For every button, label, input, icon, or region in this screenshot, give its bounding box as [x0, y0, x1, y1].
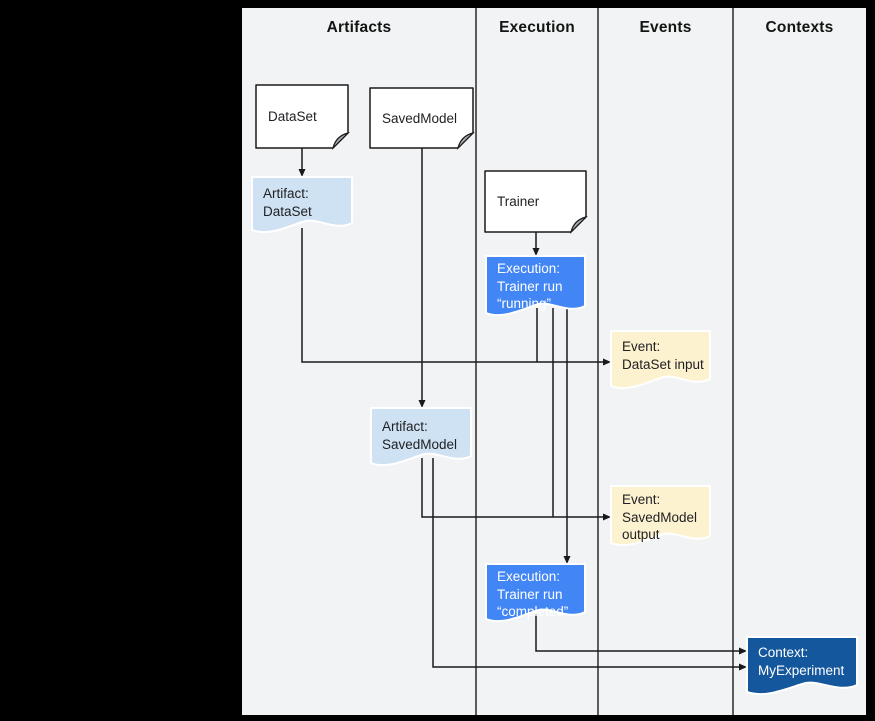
artifact-savedmodel-label: Artifact: SavedModel — [382, 419, 458, 452]
connector-completed-to-context — [535, 614, 739, 652]
savedmodel-document-shape — [369, 87, 475, 150]
event-dataset-input-shape — [610, 330, 711, 390]
arrowhead-dataset-to-artifact — [298, 169, 306, 177]
column-header-contexts: Contexts — [765, 19, 834, 36]
artifact-savedmodel-shape — [370, 407, 472, 467]
dataset-document-label: DataSet — [268, 109, 317, 124]
execution-completed-shape — [485, 563, 586, 623]
execution-completed-label: Execution: Trainer run “completed” — [497, 569, 569, 619]
connector-artifactdataset-to-event — [301, 228, 603, 363]
arrowhead-savedmodel-to-artifact — [418, 400, 426, 408]
trainer-document-shape — [484, 170, 588, 234]
context-myexperiment-shape — [746, 636, 858, 696]
artifact-dataset-shape — [251, 176, 353, 234]
event-savedmodel-output-label: Event: SavedModel output — [622, 492, 698, 542]
column-header-artifacts: Artifacts — [326, 19, 392, 36]
column-header-events: Events — [639, 19, 692, 36]
column-header-execution: Execution — [499, 19, 575, 36]
connector-artifactsavedmodel-to-context — [432, 458, 739, 668]
event-savedmodel-output-shape — [610, 485, 711, 547]
arrowhead-to-event-savedmodel-output — [603, 513, 611, 521]
arrowhead-completed-to-context — [739, 647, 747, 655]
arrowhead-artifact-to-context — [739, 663, 747, 671]
execution-running-label: Execution: Trainer run “running” — [497, 261, 563, 311]
arrowhead-running-to-completed — [563, 556, 571, 564]
event-dataset-input-label: Event: DataSet input — [622, 339, 704, 372]
arrowhead-to-event-dataset-input — [603, 358, 611, 366]
artifact-dataset-label: Artifact: DataSet — [263, 186, 312, 219]
context-myexperiment-label: Context: MyExperiment — [758, 645, 845, 678]
savedmodel-document-label: SavedModel — [382, 110, 458, 126]
trainer-document-label: Trainer — [497, 194, 540, 209]
connector-artifactsavedmodel-to-event — [421, 458, 603, 518]
dataset-document-shape — [255, 84, 350, 150]
execution-running-shape — [485, 255, 586, 317]
arrowhead-trainer-to-running — [532, 248, 540, 256]
